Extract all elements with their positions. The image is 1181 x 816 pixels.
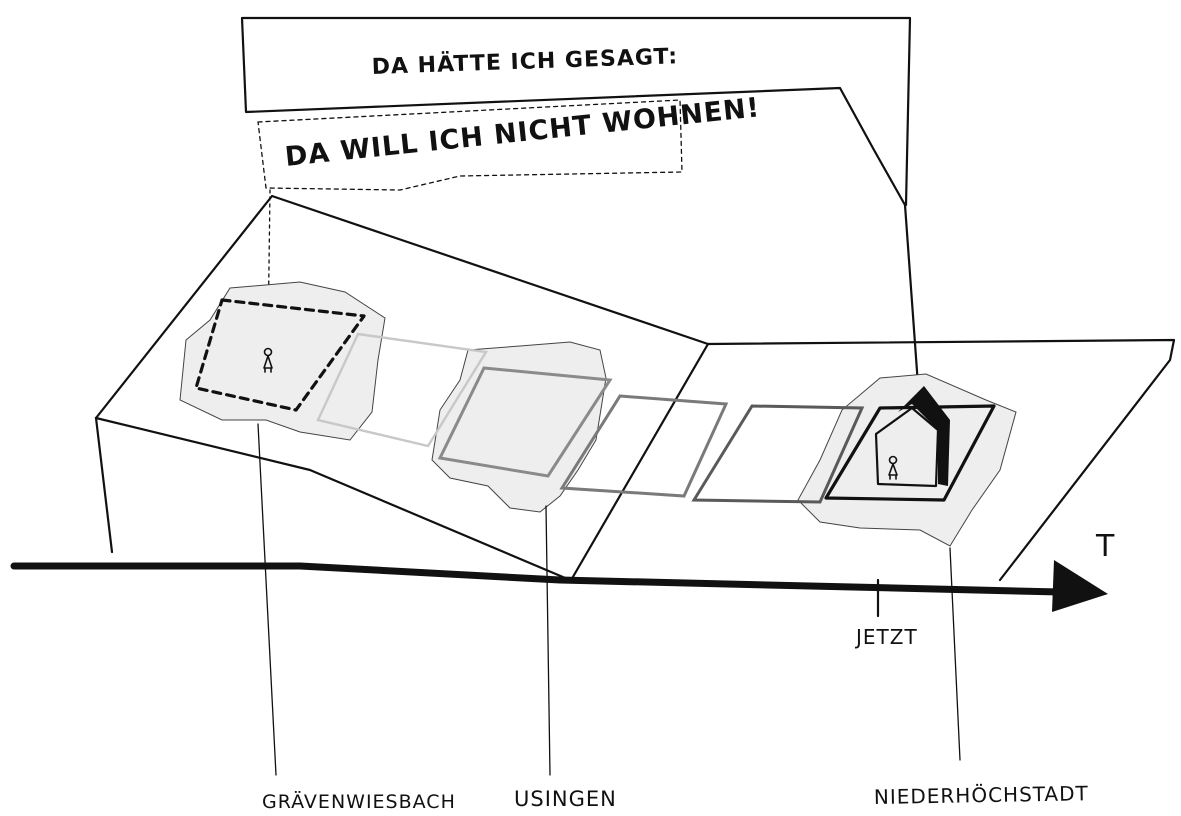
speech-text-top: DA HÄTTE ICH GESAGT: — [371, 43, 678, 80]
patch-niederhoechstadt — [798, 374, 1016, 546]
place-label-usingen: USINGEN — [514, 787, 617, 811]
now-label: JETZT — [854, 625, 918, 649]
time-axis-arrowhead — [1052, 560, 1108, 612]
place-label-gravenwiesbach: GRÄVENWIESBACH — [262, 790, 456, 813]
time-axis — [14, 566, 1060, 592]
leader-gravenwiesbach — [258, 424, 276, 775]
speech-text-dashed: DA WILL ICH NICHT WOHNEN! — [283, 92, 761, 173]
leader-niederhoechstadt — [950, 548, 960, 760]
place-label-niederhoechstadt: NIEDERHÖCHSTADT — [874, 781, 1089, 809]
leader-usingen — [546, 506, 550, 775]
landscape-left-side — [96, 418, 112, 552]
axis-label-t: T — [1095, 529, 1115, 564]
